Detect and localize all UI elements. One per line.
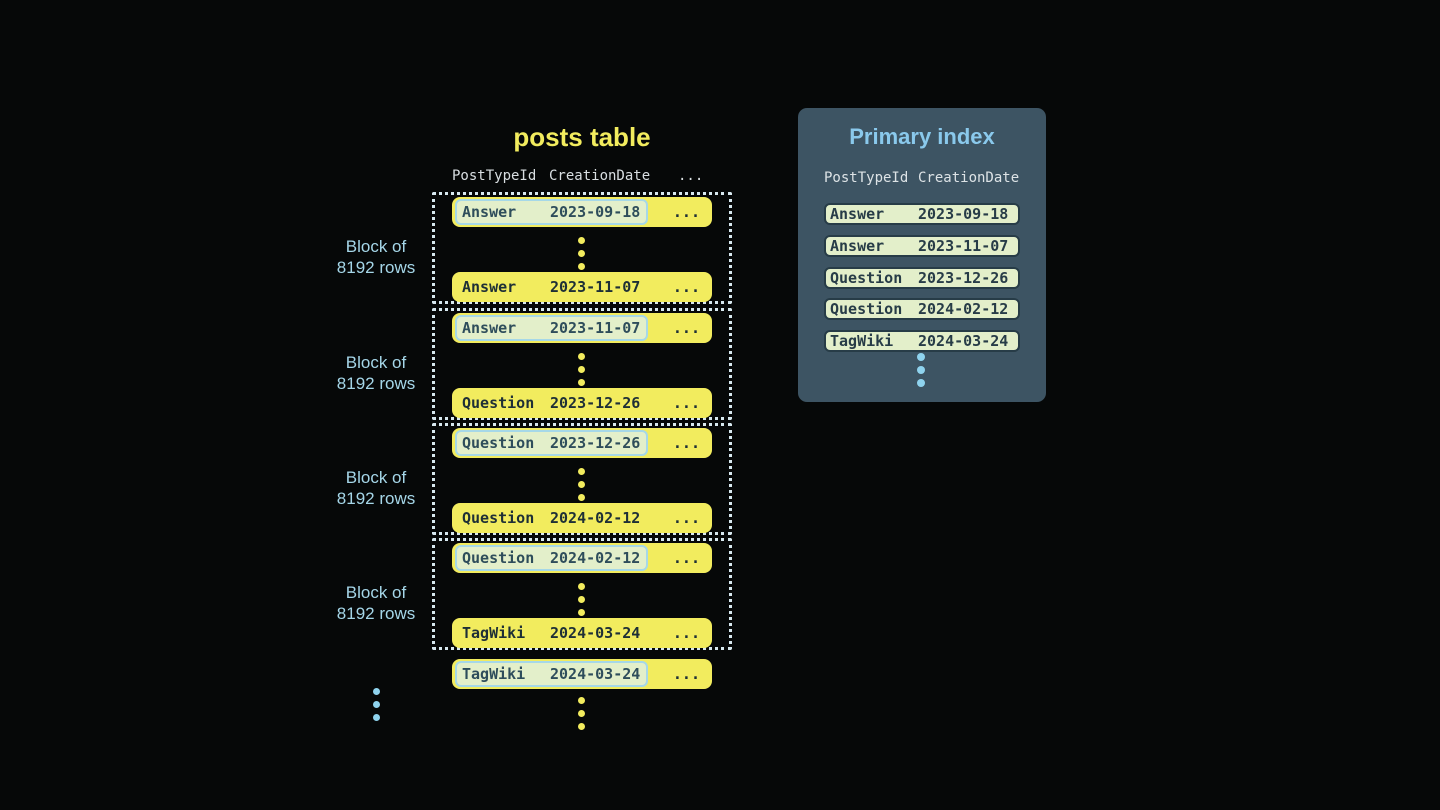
indexed-row-highlight: TagWiki 2024-03-24 <box>455 661 649 687</box>
block-label-line2: 8192 rows <box>336 374 416 393</box>
cell-more-ellipsis: ... <box>672 624 700 642</box>
cell-posttypeid: TagWiki <box>830 332 894 350</box>
index-continues-dots <box>917 353 925 392</box>
block-label-line2: 8192 rows <box>336 604 416 623</box>
cell-posttypeid: Answer <box>462 319 517 337</box>
cell-posttypeid: Question <box>462 434 535 452</box>
block-label-line1: Block of <box>345 583 407 602</box>
row-cells: TagWiki 2024-03-24 <box>455 620 648 646</box>
rows-ellipsis-dots <box>577 583 585 622</box>
row-block-3: Question 2023-12-26 ... Question 2024-02… <box>432 423 732 535</box>
blocks-continue-dots <box>372 688 380 727</box>
primary-index-panel: Primary index PostTypeId CreationDate An… <box>798 108 1046 402</box>
cell-more-ellipsis: ... <box>672 278 700 296</box>
table-row: Question 2023-12-26 ... <box>452 428 712 458</box>
cell-creationdate: 2024-03-24 <box>550 665 641 683</box>
block-size-label: Block of 8192 rows <box>306 236 446 278</box>
cell-more-ellipsis: ... <box>672 394 700 412</box>
cell-more-ellipsis: ... <box>672 509 700 527</box>
cell-posttypeid: Answer <box>462 278 517 296</box>
cell-posttypeid: Question <box>462 509 535 527</box>
column-header-creationdate: CreationDate <box>549 168 651 184</box>
cell-posttypeid: TagWiki <box>462 624 526 642</box>
row-cells: Question 2024-02-12 <box>455 505 648 531</box>
cell-posttypeid: Answer <box>462 203 517 221</box>
indexed-row-highlight: Question 2024-02-12 <box>455 545 649 571</box>
cell-creationdate: 2024-02-12 <box>550 509 641 527</box>
indexed-row-highlight: Question 2023-12-26 <box>455 430 649 456</box>
cell-posttypeid: TagWiki <box>462 665 526 683</box>
cell-creationdate: 2023-12-26 <box>918 269 1009 287</box>
cell-more-ellipsis: ... <box>672 319 700 337</box>
cell-posttypeid: Question <box>462 549 535 567</box>
table-row-tail: TagWiki 2024-03-24 ... <box>452 659 712 689</box>
block-label-line2: 8192 rows <box>336 489 416 508</box>
column-header-posttypeid: PostTypeId <box>824 170 909 186</box>
rows-ellipsis-dots <box>577 353 585 392</box>
table-row: TagWiki 2024-03-24 ... <box>452 618 712 648</box>
block-label-line1: Block of <box>345 237 407 256</box>
index-entry: Answer 2023-11-07 <box>824 235 1020 257</box>
primary-index-title: Primary index <box>849 124 995 149</box>
block-size-label: Block of 8192 rows <box>306 352 446 394</box>
index-entry: Answer 2023-09-18 <box>824 203 1020 225</box>
row-cells: Question 2023-12-26 <box>455 390 648 416</box>
block-size-label: Block of 8192 rows <box>306 582 446 624</box>
cell-more-ellipsis: ... <box>672 549 700 567</box>
cell-creationdate: 2023-09-18 <box>918 205 1009 223</box>
cell-more-ellipsis: ... <box>672 434 700 452</box>
rows-ellipsis-dots <box>577 468 585 507</box>
row-block-1: Answer 2023-09-18 ... Answer 2023-11-07 … <box>432 192 732 304</box>
index-entry: TagWiki 2024-03-24 <box>824 330 1020 352</box>
table-row: Answer 2023-11-07 ... <box>452 272 712 302</box>
cell-creationdate: 2024-02-12 <box>918 300 1009 318</box>
cell-creationdate: 2023-11-07 <box>550 319 641 337</box>
cell-more-ellipsis: ... <box>672 203 700 221</box>
cell-creationdate: 2023-09-18 <box>550 203 641 221</box>
indexed-row-highlight: Answer 2023-09-18 <box>455 199 649 225</box>
table-continues-dots <box>577 697 585 736</box>
cell-creationdate: 2024-03-24 <box>918 332 1009 350</box>
table-row: Answer 2023-11-07 ... <box>452 313 712 343</box>
table-row: Question 2023-12-26 ... <box>452 388 712 418</box>
index-entry: Question 2024-02-12 <box>824 298 1020 320</box>
posts-table-title: posts table <box>513 122 651 152</box>
column-header-ellipsis: ... <box>678 168 704 184</box>
cell-creationdate: 2024-03-24 <box>550 624 641 642</box>
cell-posttypeid: Question <box>830 269 903 287</box>
table-row: Answer 2023-09-18 ... <box>452 197 712 227</box>
cell-creationdate: 2023-11-07 <box>918 237 1009 255</box>
column-header-posttypeid: PostTypeId <box>452 168 537 184</box>
block-label-line1: Block of <box>345 468 407 487</box>
cell-creationdate: 2023-12-26 <box>550 434 641 452</box>
index-entry: Question 2023-12-26 <box>824 267 1020 289</box>
cell-creationdate: 2023-11-07 <box>550 278 641 296</box>
block-label-line2: 8192 rows <box>336 258 416 277</box>
cell-posttypeid: Question <box>830 300 903 318</box>
indexed-row-highlight: Answer 2023-11-07 <box>455 315 649 341</box>
block-size-label: Block of 8192 rows <box>306 467 446 509</box>
row-block-2: Answer 2023-11-07 ... Question 2023-12-2… <box>432 308 732 420</box>
cell-posttypeid: Question <box>462 394 535 412</box>
column-header-creationdate: CreationDate <box>918 170 1020 186</box>
cell-posttypeid: Answer <box>830 237 885 255</box>
block-label-line1: Block of <box>345 353 407 372</box>
cell-creationdate: 2024-02-12 <box>550 549 641 567</box>
rows-ellipsis-dots <box>577 237 585 276</box>
cell-posttypeid: Answer <box>830 205 885 223</box>
table-row: Question 2024-02-12 ... <box>452 503 712 533</box>
row-cells: Answer 2023-11-07 <box>455 274 648 300</box>
row-block-4: Question 2024-02-12 ... TagWiki 2024-03-… <box>432 538 732 650</box>
cell-more-ellipsis: ... <box>672 665 700 683</box>
posts-table-column-headers: PostTypeId CreationDate ... <box>452 168 732 185</box>
cell-creationdate: 2023-12-26 <box>550 394 641 412</box>
table-row: Question 2024-02-12 ... <box>452 543 712 573</box>
